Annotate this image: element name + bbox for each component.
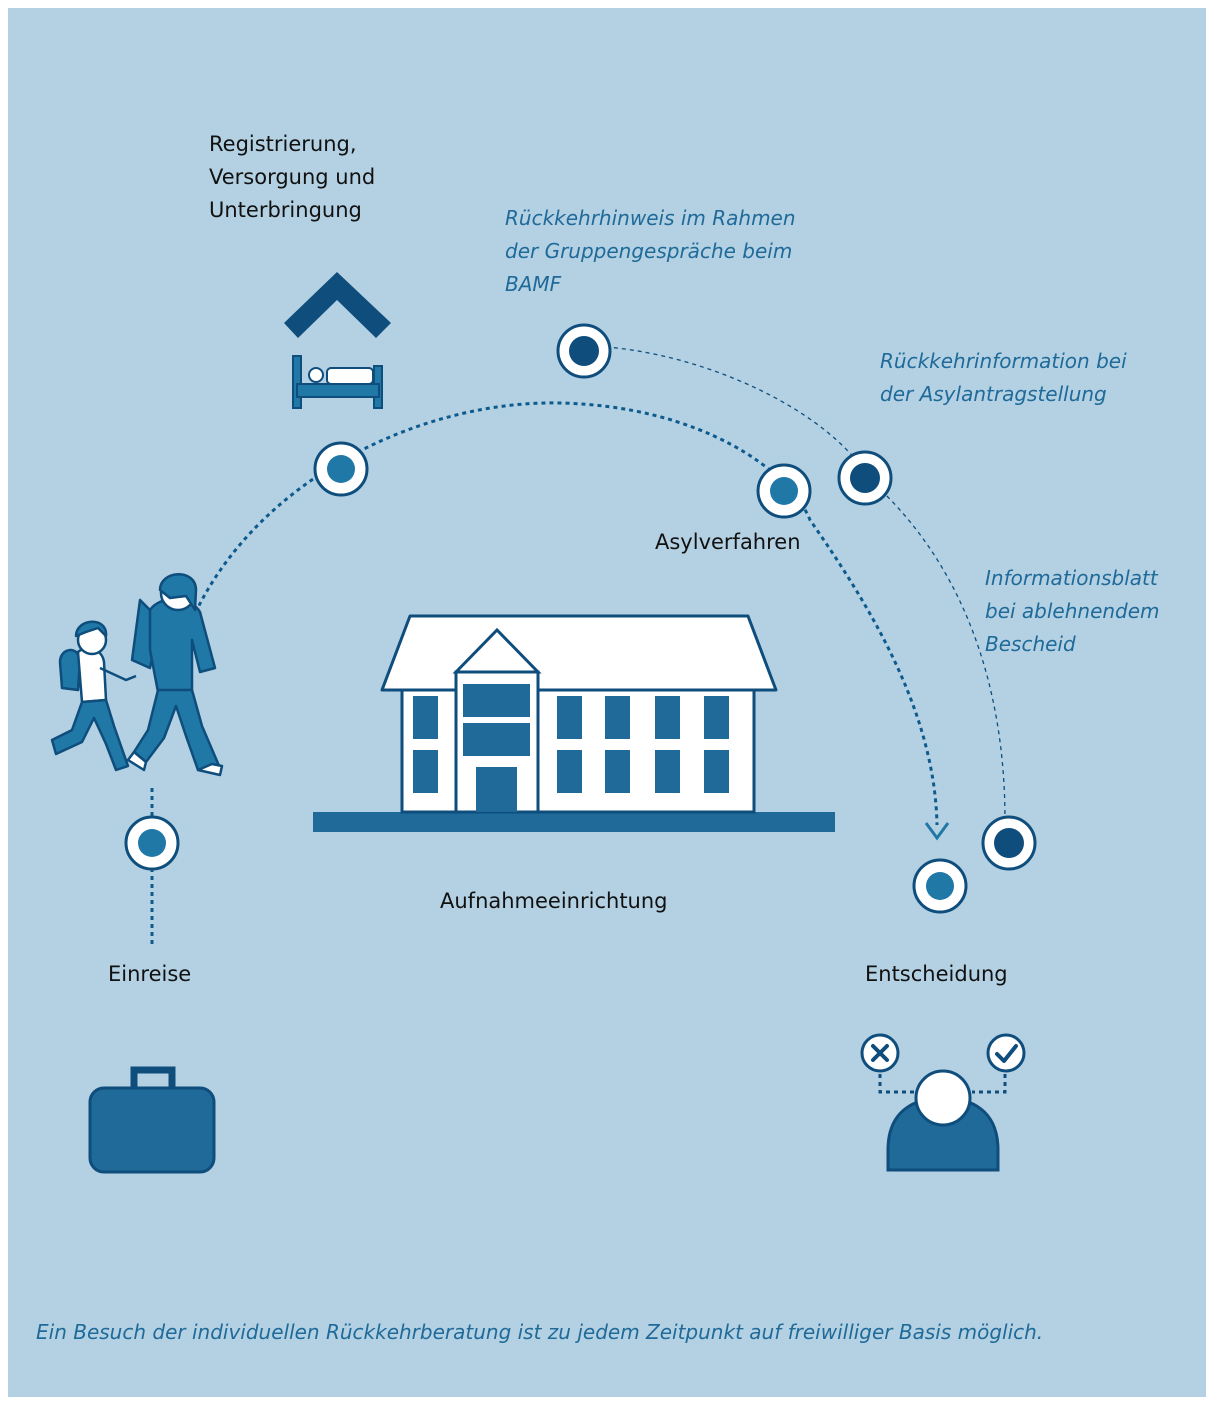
label-entscheidung: Entscheidung xyxy=(865,962,1008,986)
node-einreise xyxy=(124,815,180,871)
node-asylantrag xyxy=(837,450,893,506)
building-icon xyxy=(313,614,835,832)
label-einreise: Einreise xyxy=(108,962,192,986)
node-entscheidung xyxy=(912,858,968,914)
family-walking-icon xyxy=(50,573,224,777)
note-asylantrag: Rückkehrinformation bei der Asylantragst… xyxy=(880,345,1127,411)
label-asylverfahren: Asylverfahren xyxy=(655,530,801,554)
label-aufnahmeeinrichtung: Aufnahmeeinrichtung xyxy=(440,889,668,913)
decision-person-icon xyxy=(878,1058,1007,1172)
note-gruppengespraeche-line-3: BAMF xyxy=(505,272,562,296)
node-informationsblatt xyxy=(981,815,1037,871)
house-bed-icon xyxy=(284,272,391,409)
note-informationsblatt-line-2: bei ablehnendem xyxy=(985,599,1160,623)
label-registrierung-line-2: Versorgung und xyxy=(209,165,376,189)
note-asylantrag-line-1: Rückkehrinformation bei xyxy=(880,349,1127,373)
note-gruppengespraeche: Rückkehrhinweis im Rahmen der Gruppenges… xyxy=(505,202,796,301)
note-asylantrag-line-2: der Asylantragstellung xyxy=(880,382,1107,406)
reject-icon xyxy=(860,1033,900,1073)
footer-note: Ein Besuch der individuellen Rückkehrber… xyxy=(36,1320,1044,1344)
label-registrierung-line-3: Unterbringung xyxy=(209,198,362,222)
note-informationsblatt: Informationsblatt bei ablehnendem Besche… xyxy=(985,562,1160,661)
node-asylverfahren xyxy=(756,463,812,519)
label-registrierung-line-1: Registrierung, xyxy=(209,132,357,156)
note-gruppengespraeche-line-1: Rückkehrhinweis im Rahmen xyxy=(505,206,796,230)
approve-icon xyxy=(986,1033,1026,1073)
label-registrierung: Registrierung, Versorgung und Unterbring… xyxy=(209,128,375,227)
suitcase-icon xyxy=(88,1066,216,1174)
node-registrierung xyxy=(313,441,369,497)
note-informationsblatt-line-3: Bescheid xyxy=(985,632,1076,656)
arc-arrowhead xyxy=(924,822,950,841)
node-gruppengespraeche xyxy=(556,323,612,379)
note-informationsblatt-line-1: Informationsblatt xyxy=(985,566,1158,590)
note-gruppengespraeche-line-2: der Gruppengespräche beim xyxy=(505,239,793,263)
